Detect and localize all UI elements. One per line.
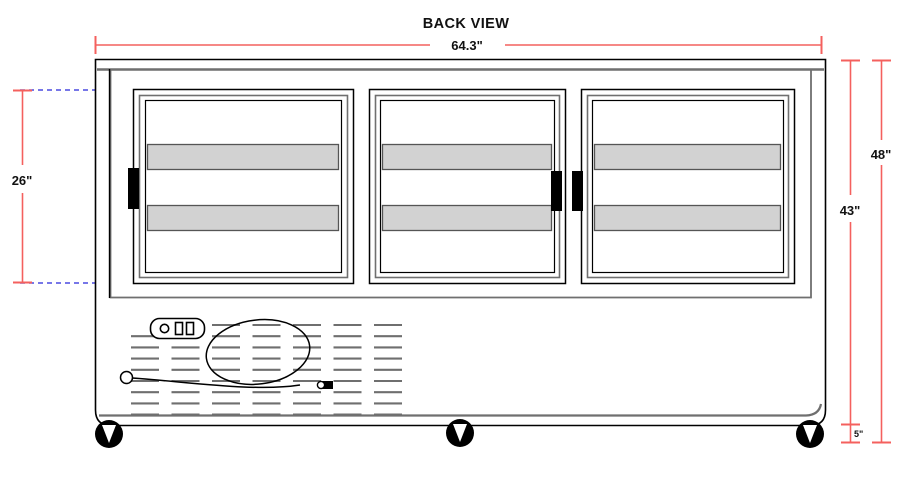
dimension-caster-height-label: 5" <box>854 429 863 439</box>
power-plug-collar-icon <box>316 380 326 390</box>
door-right-inner-panel <box>591 99 785 274</box>
door-left-shelf-upper <box>146 143 340 171</box>
view-title: BACK VIEW <box>423 16 510 32</box>
caster-right-bracket-icon <box>803 425 817 443</box>
dimension-overall-height-label: 48" <box>871 147 892 162</box>
control-panel[interactable] <box>149 317 206 340</box>
dimension-overall-width-label: 64.3" <box>451 38 482 53</box>
thermostat-knob-icon[interactable] <box>159 323 170 334</box>
door-center-shelf-upper <box>381 143 553 171</box>
door-left-shelf-lower <box>146 204 340 232</box>
dimension-overall-width: 64.3" <box>94 36 823 54</box>
switch-two-icon[interactable] <box>185 321 195 336</box>
power-cord-coil <box>205 318 311 386</box>
door-right-shelf-lower <box>593 204 782 232</box>
caster-center <box>446 419 474 447</box>
dimension-caster-height: 5" <box>841 423 863 444</box>
door-center[interactable] <box>368 88 567 285</box>
door-center-inner-panel <box>379 99 556 274</box>
condenser-grille <box>131 323 402 416</box>
dimension-cabinet-height-label: 43" <box>840 203 861 218</box>
door-left[interactable] <box>128 88 355 285</box>
caster-center-bracket-icon <box>453 424 467 442</box>
door-left-handle[interactable] <box>128 168 139 209</box>
door-left-inner-panel <box>144 99 343 274</box>
dimension-cabinet-height: 43" <box>840 59 861 426</box>
dimension-door-opening-height-label: 26" <box>12 173 33 188</box>
caster-left <box>95 420 123 448</box>
door-right-shelf-upper <box>593 143 782 171</box>
dimension-overall-height: 48" <box>871 59 892 444</box>
caster-right <box>796 420 824 448</box>
switch-one-icon[interactable] <box>174 321 184 336</box>
door-compartment-frame <box>109 69 812 299</box>
door-right-handle[interactable] <box>572 171 583 211</box>
door-right[interactable] <box>572 88 796 285</box>
power-plug-body <box>322 381 333 389</box>
power-cord-lead <box>131 377 301 389</box>
door-center-handle[interactable] <box>551 171 562 211</box>
caster-left-bracket-icon <box>102 425 116 443</box>
cabinet-bottom-band <box>99 403 823 417</box>
dimension-door-opening-height: 26" <box>12 89 150 284</box>
door-center-shelf-lower <box>381 204 553 232</box>
power-cord <box>119 318 333 390</box>
power-cord-ring <box>119 370 134 385</box>
